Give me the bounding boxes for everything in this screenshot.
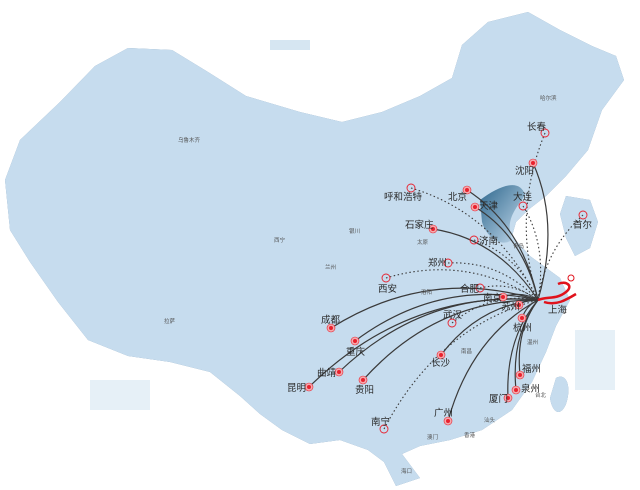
city-label: 武汉 [443,309,463,321]
city-label: 昆明 [287,383,306,394]
route-line [479,285,539,301]
route-line [447,299,539,422]
city-label: 长沙 [431,357,451,369]
china-map-land [5,12,624,486]
place-label: 乌鲁木齐 [178,136,201,144]
route-line [525,132,546,301]
place-label: 南昌 [461,347,472,355]
city-marker[interactable] [475,283,485,293]
city-label: 贵阳 [355,384,374,396]
route-line [330,287,539,329]
city-label: 重庆 [346,346,366,358]
city-label: 长春 [527,121,547,133]
city-marker-core [431,227,435,231]
city-label: 西安 [378,283,397,295]
city-marker[interactable] [469,235,479,245]
city-label: 呼和浩特 [384,191,423,203]
city-label: 南宁 [371,416,390,428]
route-line [474,206,539,301]
route-line [410,187,539,301]
city-marker-core [531,161,535,165]
city-marker-core [353,339,357,343]
city-label: 北京 [448,191,467,203]
city-marker-core [465,188,469,192]
route-line [518,299,539,376]
route-line [362,299,539,381]
city-marker-core [517,303,521,307]
place-label: 青岛 [513,242,525,250]
route-line [432,228,539,301]
place-label: 银川 [349,227,360,235]
city-label: 广州 [434,407,453,419]
city-marker-core [473,205,477,209]
route-line [532,162,549,301]
city-label: 南京 [483,292,502,304]
city-label: 石家庄 [405,219,434,231]
route-line [440,299,539,356]
city-marker-core [439,353,443,357]
place-label: 西宁 [274,236,286,244]
city-marker[interactable] [381,273,391,283]
city-label: 苏州 [501,301,520,313]
city-marker-core [501,295,505,299]
route-line [473,239,539,301]
city-label: 郑州 [428,257,447,269]
city-marker[interactable] [578,210,588,220]
place-label: 台北 [535,391,547,399]
city-marker[interactable] [518,201,528,211]
city-marker[interactable] [540,128,550,138]
city-marker-core [329,326,333,330]
route-line [522,205,542,301]
city-marker[interactable] [406,183,416,193]
hub-label: 上海 [548,304,568,316]
route-line [447,262,539,301]
bohai-sea [480,185,525,243]
city-label: 杭州 [513,322,532,334]
route-line [537,214,584,301]
shanghai-hub-mark [537,281,577,305]
city-label: 成都 [321,314,341,326]
city-marker-core [506,396,510,400]
city-label: 大连 [513,191,533,203]
city-marker-core [446,419,450,423]
place-label: 温州 [527,338,538,346]
city-label: 福州 [522,363,541,375]
place-label: 汕头 [484,416,496,424]
city-label: 厦门 [489,393,508,405]
city-marker[interactable] [379,424,389,434]
city-marker-core [518,373,522,377]
place-label: 海口 [401,467,412,475]
city-marker[interactable] [443,258,453,268]
place-label: 哈尔滨 [540,94,557,102]
city-label: 沈阳 [515,165,534,177]
place-label: 澳门 [427,433,438,441]
dotted-decoration [90,40,615,410]
place-label: 兰州 [325,263,336,271]
route-line [354,293,539,342]
city-marker-core [520,316,524,320]
city-label: 泉州 [521,383,540,395]
city-marker-core [337,370,341,374]
city-marker-core [361,378,365,382]
city-label: 合肥 [460,283,480,295]
city-marker[interactable] [447,318,457,328]
city-label: 天津 [479,201,499,212]
place-label: 太原 [417,238,429,246]
city-marker-core [307,385,311,389]
city-label: 首尔 [573,219,593,231]
place-label: 拉萨 [164,317,176,325]
city-label: 济南 [479,235,498,247]
city-label: 曲靖 [317,367,337,379]
city-marker-core [514,388,518,392]
place-label: 洛阳 [421,288,432,296]
place-label: 香港 [464,431,476,439]
route-line [507,299,539,399]
